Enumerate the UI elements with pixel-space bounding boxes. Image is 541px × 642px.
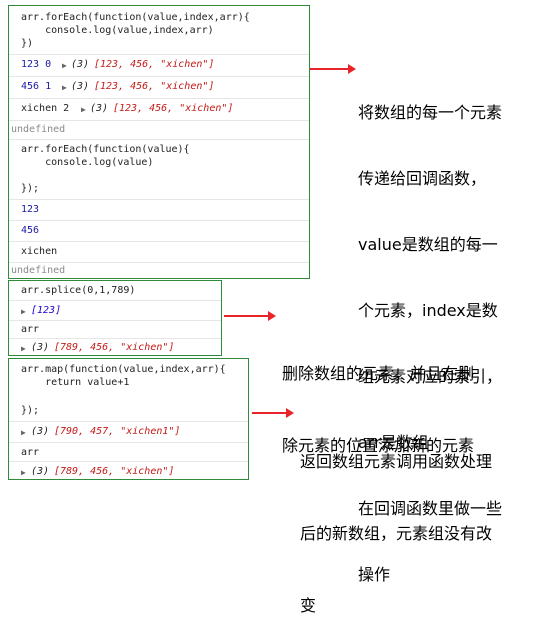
- log-output: 123 0: [21, 59, 52, 70]
- log-output: 123: [21, 204, 40, 215]
- log-output: xichen: [21, 246, 58, 257]
- log-output: 456: [21, 225, 40, 236]
- code-line: arr.map(function(value,index,arr){: [21, 364, 226, 375]
- array-length: (3): [71, 81, 90, 92]
- log-output: xichen 2: [21, 103, 70, 114]
- code-line: arr.splice(0,1,789): [21, 285, 136, 296]
- code-line: }): [21, 38, 34, 49]
- code-line: });: [21, 183, 40, 194]
- code-line: arr.forEach(function(value){: [21, 144, 190, 155]
- console-block-splice: arr.splice(0,1,789) ▶ [123] arr ▶ (3) [7…: [8, 280, 222, 356]
- code-line: console.log(value): [21, 157, 154, 168]
- expand-triangle-icon[interactable]: ▶: [62, 83, 67, 92]
- return-value: undefined: [11, 124, 66, 135]
- expand-triangle-icon[interactable]: ▶: [81, 105, 86, 114]
- expand-triangle-icon[interactable]: ▶: [21, 307, 26, 316]
- annotation-foreach: 将数组的每一个元素 传递给回调函数， value是数组的每一 个元素，index…: [358, 103, 503, 584]
- array-preview[interactable]: [123, 456, "xichen"]: [94, 81, 215, 92]
- array-preview[interactable]: [789, 456, "xichen"]: [54, 342, 175, 353]
- code-line: arr.forEach(function(value,index,arr){: [21, 12, 250, 23]
- code-line: arr: [21, 324, 40, 335]
- code-line: console.log(value,index,arr): [21, 25, 214, 36]
- expand-triangle-icon[interactable]: ▶: [21, 428, 26, 437]
- array-preview[interactable]: [790, 457, "xichen1"]: [54, 426, 181, 437]
- array-length: (3): [31, 466, 50, 477]
- code-line: return value+1: [21, 377, 130, 388]
- annotation-splice: 删除数组的元素，并且在删 除元素的位置添加新的元素: [282, 364, 475, 455]
- arrow-icon: [310, 64, 356, 74]
- expand-triangle-icon[interactable]: ▶: [21, 468, 26, 477]
- array-preview[interactable]: [123]: [31, 305, 62, 316]
- arrow-icon: [224, 311, 276, 321]
- console-block-foreach: arr.forEach(function(value,index,arr){ c…: [8, 5, 310, 279]
- array-preview[interactable]: [123, 456, "xichen"]: [113, 103, 234, 114]
- array-preview[interactable]: [789, 456, "xichen"]: [54, 466, 175, 477]
- arrow-icon: [252, 408, 294, 418]
- code-line: });: [21, 405, 40, 416]
- array-length: (3): [31, 342, 50, 353]
- expand-triangle-icon[interactable]: ▶: [62, 61, 67, 70]
- annotation-map: 返回数组元素调用函数处理 后的新数组，元素组没有改 变: [300, 452, 493, 615]
- expand-triangle-icon[interactable]: ▶: [21, 344, 26, 353]
- array-length: (3): [90, 103, 109, 114]
- code-line: arr: [21, 447, 40, 458]
- array-length: (3): [31, 426, 50, 437]
- return-value: undefined: [11, 265, 66, 276]
- array-preview[interactable]: [123, 456, "xichen"]: [94, 59, 215, 70]
- log-output: 456 1: [21, 81, 52, 92]
- console-block-map: arr.map(function(value,index,arr){ retur…: [8, 358, 249, 480]
- array-length: (3): [71, 59, 90, 70]
